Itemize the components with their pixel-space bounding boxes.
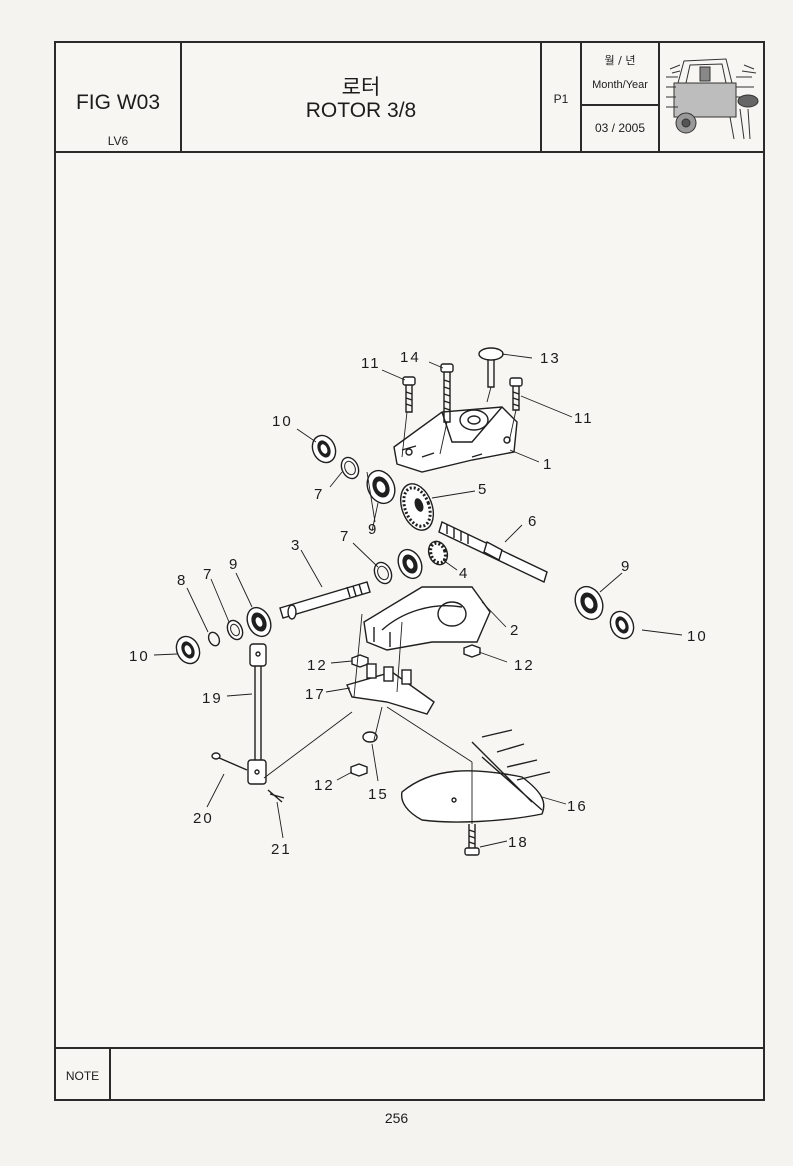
callout-nut-12-a: 12 [307,657,328,674]
callout-housing-2: 2 [510,622,520,639]
callout-bearing-9-right: 9 [621,558,631,575]
part-housing-upper [393,406,518,473]
callout-bearing-9-left: 9 [229,556,239,573]
date-divider [582,104,658,106]
callout-cap-13: 13 [540,350,561,367]
title-block: FIG W03 LV6 로터 ROTOR 3/8 P1 월 / 년 Month/… [56,43,763,153]
note-label: NOTE [56,1049,111,1101]
callout-shaft-3: 3 [291,537,301,554]
part-circlip-8 [207,631,221,647]
part-bearing-9-mid [397,548,423,580]
part-pinion-4 [427,540,449,566]
part-bolt-left-top [402,376,416,413]
page-code: P1 [553,92,569,106]
note-row: NOTE [56,1047,763,1101]
callout-bolt-14: 14 [400,349,421,366]
date-label-english: Month/Year [592,79,648,91]
part-bolt-right-top [509,377,523,411]
part-washer-15 [362,731,378,743]
parts-sheet: FIG W03 LV6 로터 ROTOR 3/8 P1 월 / 년 Month/… [54,41,765,1101]
callout-shim-7-left: 7 [203,566,213,583]
callout-bolt-18: 18 [508,834,529,851]
part-shim-7-left [226,619,244,641]
callout-labels: 11 14 13 11 10 1 7 5 9 6 3 7 4 8 7 9 9 2… [129,349,708,858]
callout-circlip-8: 8 [177,572,187,589]
callout-bearing-10-left: 10 [129,648,150,665]
part-nut-12-b [463,644,481,658]
page-cell: P1 [542,43,582,151]
date-cell: 월 / 년 Month/Year 03 / 2005 [582,43,660,151]
part-cap [478,347,504,388]
date-value: 03 / 2005 [594,121,646,135]
callout-split-pin-21: 21 [271,841,292,858]
part-pin-20 [211,752,248,771]
callout-bevel-gear-5: 5 [478,481,488,498]
part-split-pin-21 [267,789,285,803]
callout-nut-12-b: 12 [514,657,535,674]
part-shaft-3 [279,581,371,620]
page-number: 256 [384,1110,409,1126]
title-korean: 로터 [341,75,381,99]
parts-diagram: 11 14 13 11 10 1 7 5 9 6 3 7 4 8 7 9 9 2… [129,347,708,858]
part-blade-16 [400,729,551,823]
callout-bearing-10-right: 10 [687,628,708,645]
part-shaft-6 [438,521,548,583]
callout-bearing-10-upper: 10 [272,413,293,430]
part-blade-holder-17 [346,663,435,715]
title-english: ROTOR 3/8 [305,99,417,122]
callout-blade-16: 16 [567,798,588,815]
callout-rod-19: 19 [202,690,223,707]
part-bearing-10-left [175,635,201,665]
model-code: LV6 [107,134,129,148]
callout-pin-20: 20 [193,810,214,827]
part-rod-19 [247,643,267,785]
callout-bolt-11-right: 11 [574,410,594,427]
part-bearing-10-right [609,610,635,640]
callout-bolt-11-left: 11 [361,355,381,372]
part-shim-7-upper [340,456,360,480]
part-bearing-10-upper [311,434,337,464]
callout-housing-1: 1 [543,456,553,473]
part-bearing-9-right [574,585,604,621]
figure-cell: FIG W03 LV6 [56,43,182,151]
title-cell: 로터 ROTOR 3/8 [182,43,542,151]
date-label-korean: 월 / 년 [604,54,636,67]
callout-shim-7-mid: 7 [340,528,350,545]
part-bevel-gear-5 [399,483,435,531]
machine-thumbnail-icon [666,58,759,140]
part-bolt-18 [464,824,480,856]
callout-nut-12-c: 12 [314,777,335,794]
callout-pinion-4: 4 [459,565,469,582]
thumbnail-cell [660,43,763,151]
part-housing-lower [363,586,491,651]
callout-blade-holder-17: 17 [305,686,326,703]
callout-bearing-9-upper: 9 [368,521,378,538]
callout-shim-7-upper: 7 [314,486,324,503]
part-nut-12-c [350,763,368,777]
part-nut-12-a [351,654,369,668]
part-bearing-9-upper [366,469,396,505]
callout-washer-15: 15 [368,786,389,803]
callout-shaft-6: 6 [528,513,538,530]
figure-code: FIG W03 [75,91,160,114]
part-shim-7-mid [373,561,393,585]
part-bearing-9-left [246,606,272,638]
